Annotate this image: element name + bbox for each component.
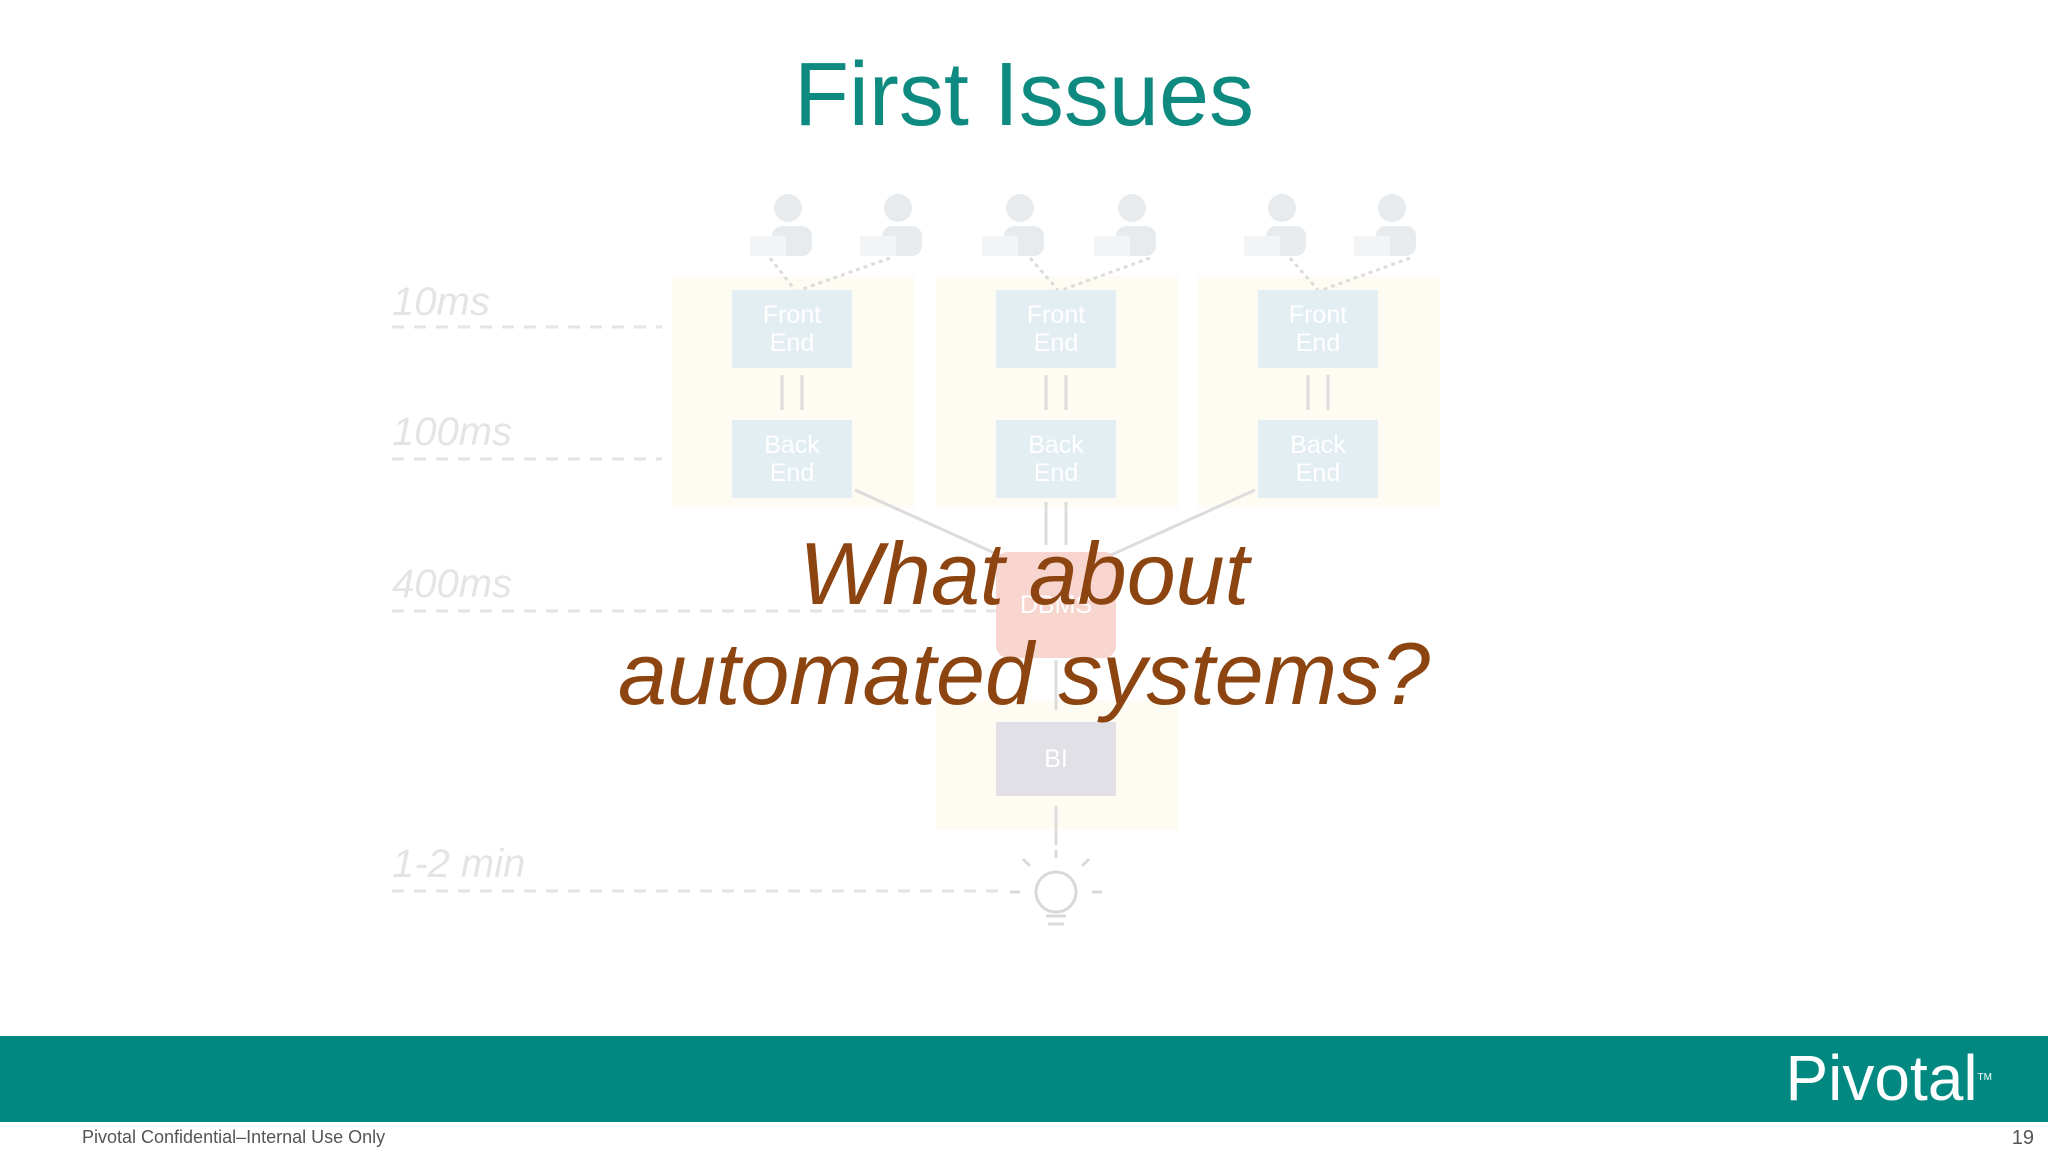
- user-with-laptop-icon: [1354, 194, 1416, 256]
- user-icons: [750, 194, 1416, 926]
- latency-label-100ms: 100ms: [392, 410, 513, 454]
- footer-bar: PivotalTM: [0, 1036, 2048, 1122]
- overlay-question: What about automated systems?: [0, 524, 2048, 724]
- bi-box: BI: [996, 722, 1116, 796]
- overlay-question-line-2: automated systems?: [618, 624, 1430, 723]
- user-with-laptop-icon: [1094, 194, 1156, 256]
- brand-name: Pivotal: [1785, 1042, 1978, 1114]
- latency-label-1-2min: 1-2 min: [392, 842, 526, 886]
- user-with-laptop-icon: [750, 194, 812, 256]
- overlay-question-line-1: What about: [798, 524, 1250, 623]
- slide-title: First Issues: [793, 45, 1255, 145]
- diagram-lines: [392, 256, 1440, 893]
- lightbulb-icon: [1010, 850, 1102, 926]
- architecture-diagram: 10ms 100ms 400ms 1-2 min: [392, 194, 1440, 926]
- latency-label-10ms: 10ms: [392, 280, 490, 324]
- user-with-laptop-icon: [860, 194, 922, 256]
- user-with-laptop-icon: [1244, 194, 1306, 256]
- user-with-laptop-icon: [982, 194, 1044, 256]
- brand-logo: PivotalTM: [1785, 1040, 1992, 1116]
- latency-label-400ms: 400ms: [392, 562, 513, 606]
- page-number: 19: [2011, 1127, 2034, 1149]
- brand-trademark: TM: [1977, 1072, 1992, 1083]
- confidential-notice: Pivotal Confidential–Internal Use Only: [82, 1127, 386, 1147]
- dbms-box: DBMS: [996, 552, 1116, 658]
